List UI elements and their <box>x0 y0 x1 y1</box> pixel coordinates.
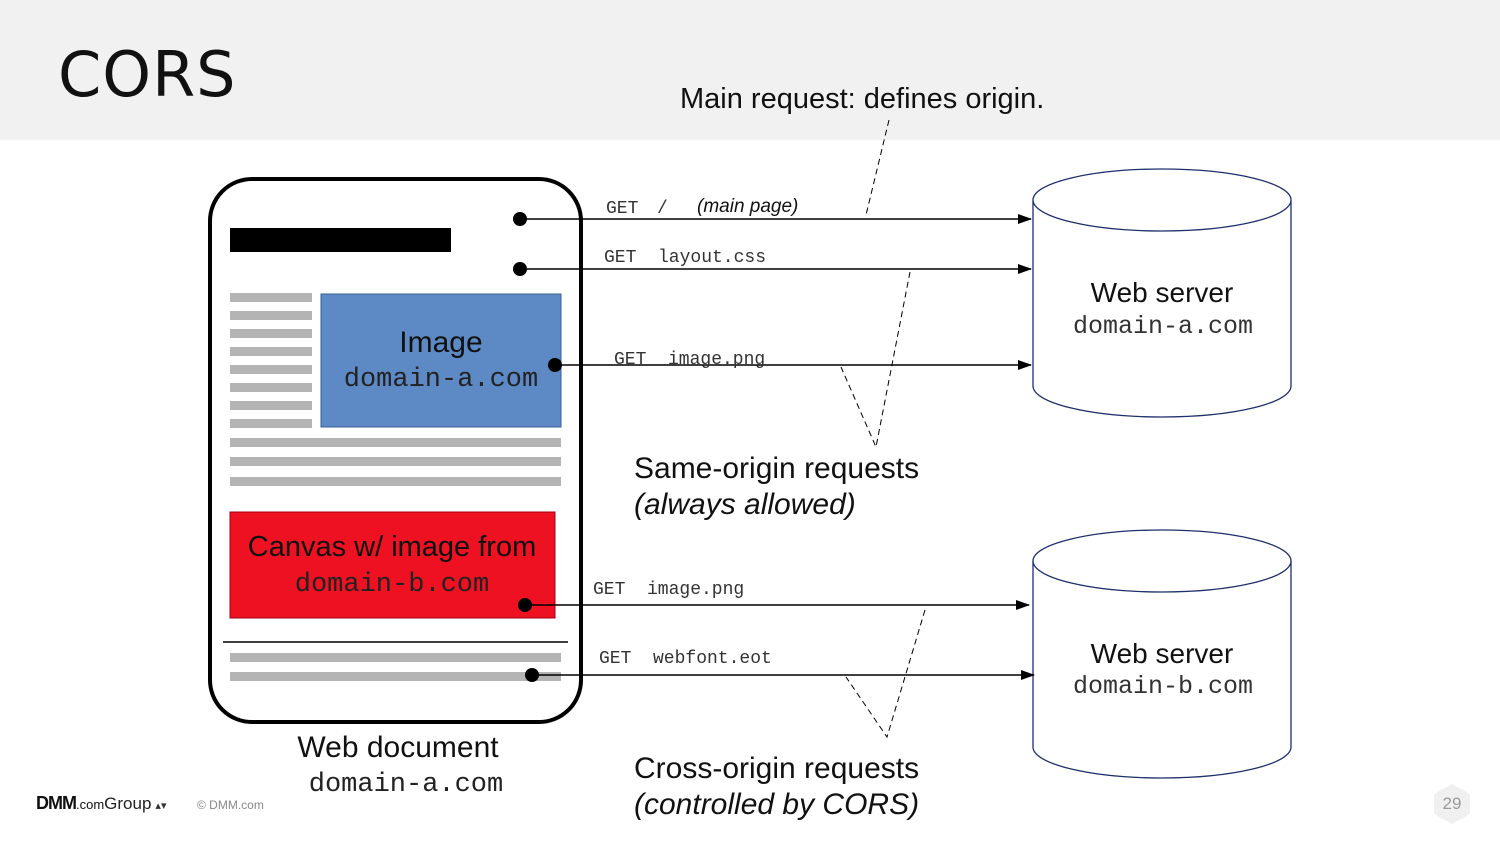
logo-com: .com <box>76 797 105 812</box>
request-arrows <box>520 214 1035 680</box>
document-text-lines <box>230 293 561 681</box>
slide-title: CORS <box>58 38 237 111</box>
server-a-domain: domain-a.com <box>1073 312 1253 341</box>
same-origin-annotation-line2: (always allowed) <box>634 488 856 521</box>
callout-lines <box>840 119 926 739</box>
server-b-domain: domain-b.com <box>1073 672 1253 701</box>
image-box-label: Image <box>399 326 482 359</box>
copyright-text: © DMM.com <box>197 798 264 812</box>
document-header-bar <box>230 228 451 252</box>
request-label-css-method: GET <box>604 248 637 268</box>
same-origin-annotation-line1: Same-origin requests <box>634 452 919 485</box>
request-label-image-b-path: image.png <box>647 580 744 600</box>
image-box <box>320 293 562 428</box>
request-origin-dots <box>513 212 562 682</box>
request-label-css-path: layout.css <box>658 248 766 268</box>
hexagon-icon <box>1434 784 1470 824</box>
request-label-main-path: / <box>657 199 668 219</box>
canvas-box-domain: domain-b.com <box>295 570 489 600</box>
server-a-label: Web server <box>1091 277 1234 308</box>
canvas-box <box>229 511 556 619</box>
request-label-webfont-path: webfont.eot <box>653 649 772 669</box>
server-b-label: Web server <box>1091 638 1234 669</box>
request-label-image-a-method: GET <box>614 350 647 370</box>
request-label-webfont-method: GET <box>599 649 632 669</box>
web-document-frame <box>208 177 583 724</box>
web-document-label: Web document <box>297 731 499 764</box>
logo-dmm: DMM <box>36 793 77 813</box>
request-label-image-b-method: GET <box>593 580 626 600</box>
request-label-image-a-path: image.png <box>668 350 765 370</box>
dmm-group-logo: DMM.comGroup▴▾ <box>36 793 166 814</box>
image-box-domain: domain-a.com <box>344 365 538 395</box>
page-number-badge: 29 <box>1430 782 1474 826</box>
cross-origin-annotation-line1: Cross-origin requests <box>634 752 919 785</box>
server-a-cylinder <box>1032 168 1292 418</box>
cross-origin-annotation-line2: (controlled by CORS) <box>634 788 919 821</box>
logo-mark-icon: ▴▾ <box>155 800 167 812</box>
slide-header <box>0 0 1500 140</box>
request-label-main-method: GET <box>606 199 639 219</box>
page-number: 29 <box>1442 794 1462 813</box>
web-document-domain: domain-a.com <box>309 770 503 800</box>
main-request-annotation: Main request: defines origin. <box>680 83 1044 115</box>
server-b-cylinder <box>1032 529 1292 779</box>
canvas-box-label: Canvas w/ image from <box>248 531 537 563</box>
logo-group: Group <box>104 794 152 813</box>
request-label-main-note: (main page) <box>697 196 798 217</box>
